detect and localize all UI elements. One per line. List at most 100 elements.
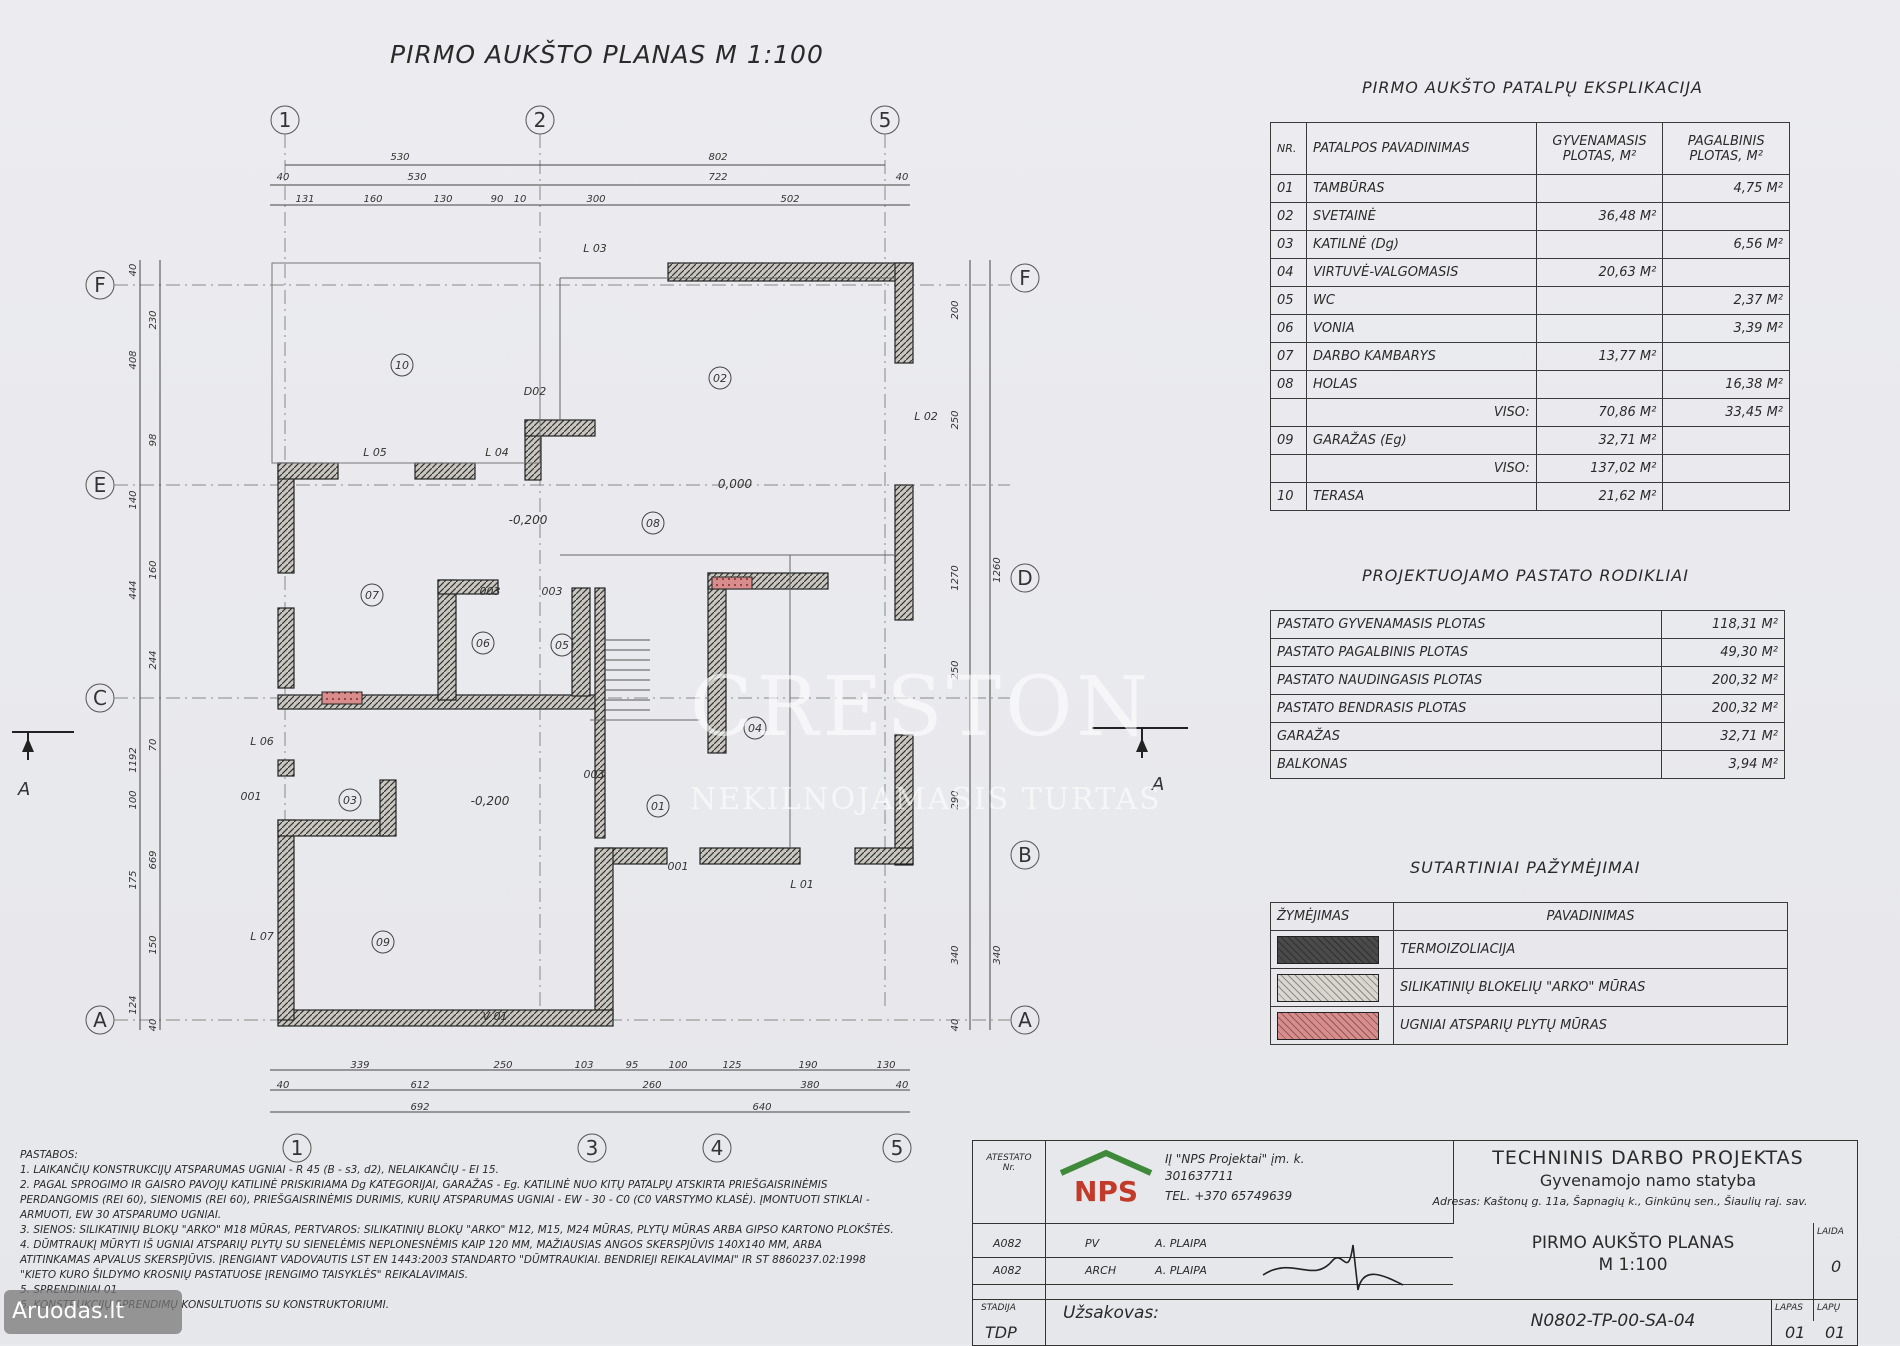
expl-header-aux: PAGALBINIS PLOTAS, M² [1662, 122, 1790, 175]
axis-label-bottom: 5 [891, 1136, 904, 1160]
lapu-label: LAPŲ [1817, 1303, 1841, 1313]
plan-label: L 05 [363, 446, 387, 459]
plan-label: 003 [584, 768, 605, 781]
explication-cell: 2,37 M² [1662, 286, 1790, 315]
wall [699, 847, 801, 865]
axis-bubble-right [1010, 263, 1040, 293]
explication-cell [1662, 202, 1790, 231]
axis-bubble-right [1010, 1005, 1040, 1035]
explication-cell [1269, 398, 1308, 427]
dimension-value: 250 [950, 410, 961, 429]
legend-label: TERMOIZOLIACIJA [1393, 930, 1788, 969]
expl-header-living: GYVENAMASIS PLOTAS, M² [1535, 122, 1664, 175]
site-badge[interactable]: Aruodas.lt [4, 1290, 182, 1334]
explication-cell [1535, 370, 1664, 399]
dimension-value: 502 [780, 194, 799, 205]
plan-label: L 01 [790, 878, 814, 891]
legend-row: TERMOIZOLIACIJA [1270, 930, 1788, 969]
explication-cell [1269, 454, 1308, 483]
legend-row: SILIKATINIŲ BLOKELIŲ "ARKO" MŪRAS [1270, 968, 1788, 1007]
dimension-value: 100 [668, 1060, 687, 1071]
explication-cell: 6,56 M² [1662, 230, 1790, 259]
sheet-scale: M 1:100 [1598, 1255, 1668, 1275]
explication-cell: TAMBŪRAS [1306, 174, 1537, 203]
dimension-value: 300 [586, 194, 605, 205]
dimension-value: 1270 [950, 565, 961, 590]
dimension-value: 530 [390, 152, 409, 163]
room-number: 01 [651, 800, 665, 813]
legend-label: SILIKATINIŲ BLOKELIŲ "ARKO" MŪRAS [1393, 968, 1788, 1007]
axis-label-bottom: 4 [711, 1136, 724, 1160]
legend-label: UGNIAI ATSPARIŲ PLYTŲ MŪRAS [1393, 1006, 1788, 1045]
room-marker [390, 353, 414, 377]
room-marker [550, 633, 574, 657]
explication-cell [1535, 174, 1664, 203]
company-phone: TEL. +370 65749639 [1165, 1189, 1293, 1203]
indicator-cell: PASTATO NAUDINGASIS PLOTAS [1270, 666, 1662, 695]
axis-bubble-right [1010, 840, 1040, 870]
explication-row: VISO:137,02 M² [1269, 454, 1790, 483]
indicator-cell: 3,94 M² [1661, 750, 1785, 779]
axis-label-right: A [1018, 1008, 1032, 1032]
atestato-label: ATESTATO Nr. [986, 1153, 1032, 1173]
dimension-value: 1192 [128, 747, 139, 772]
explication-cell [1535, 286, 1664, 315]
dimension-value: 190 [798, 1060, 817, 1071]
indicator-cell: 32,71 M² [1661, 722, 1785, 751]
expl-header-name: PATALPOS PAVADINIMAS [1306, 122, 1537, 175]
explication-cell: 20,63 M² [1535, 258, 1664, 287]
expl-header-nr: NR. [1269, 122, 1308, 175]
dimension-value: 669 [148, 850, 159, 869]
notes-block: PASTABOS:1. LAIKANČIŲ KONSTRUKCIJŲ ATSPA… [20, 1148, 960, 1313]
fire-wall [711, 576, 753, 590]
project-address: Adresas: Kaštonų g. 11a, Šapnagių k., Gi… [1432, 1195, 1808, 1208]
note-line: ATITINKAMAS APVALUS SKERSPJŪVIS. ĮRENGIA… [20, 1254, 866, 1266]
dimension-value: 244 [148, 650, 159, 669]
explication-cell [1535, 314, 1664, 343]
explication-cell: VISO: [1306, 454, 1537, 483]
legend-header-name: PAVADINIMAS [1393, 902, 1788, 931]
explication-cell: DARBO KAMBARYS [1306, 342, 1537, 371]
explication-cell: 3,39 M² [1662, 314, 1790, 343]
role-cell: A. PLAIPA [1155, 1237, 1207, 1250]
dimension-value: 98 [148, 434, 159, 447]
project-name: Gyvenamojo namo statyba [1539, 1171, 1757, 1190]
explication-cell: 08 [1269, 370, 1308, 399]
dimension-value: 380 [800, 1080, 819, 1091]
nps-logo: NPS [1059, 1149, 1153, 1208]
explication-cell: VONIA [1306, 314, 1537, 343]
indicator-cell: 200,32 M² [1661, 666, 1785, 695]
indicator-cell: 118,31 M² [1661, 610, 1785, 639]
legend-swatch-cell [1270, 1006, 1394, 1045]
axis-label-top: 2 [534, 108, 547, 132]
explication-cell: HOLAS [1306, 370, 1537, 399]
drawing-code: N0802-TP-00-SA-04 [1530, 1311, 1696, 1331]
indicator-cell: BALKONAS [1270, 750, 1662, 779]
explication-cell: 04 [1269, 258, 1308, 287]
axis-label-left: C [93, 686, 107, 710]
dimension-value: 40 [896, 172, 909, 183]
explication-cell [1662, 482, 1790, 511]
plan-label: V 01 [482, 1010, 507, 1023]
indicator-cell: PASTATO BENDRASIS PLOTAS [1270, 694, 1662, 723]
explication-cell: WC [1306, 286, 1537, 315]
dimension-value: 260 [642, 1080, 661, 1091]
dimension-value: 70 [148, 739, 159, 752]
explication-cell [1662, 342, 1790, 371]
lapas-label: LAPAS [1775, 1303, 1804, 1313]
room-number: 09 [376, 936, 390, 949]
room-marker [743, 716, 767, 740]
wall [277, 819, 295, 1021]
dimension-value: 40 [950, 1019, 961, 1032]
room-marker [338, 788, 362, 812]
explication-cell [1662, 426, 1790, 455]
room-number: 05 [555, 639, 569, 652]
dimension-value: 339 [350, 1060, 369, 1071]
wall [894, 734, 914, 866]
explication-cell: GARAŽAS (Eg) [1306, 426, 1537, 455]
